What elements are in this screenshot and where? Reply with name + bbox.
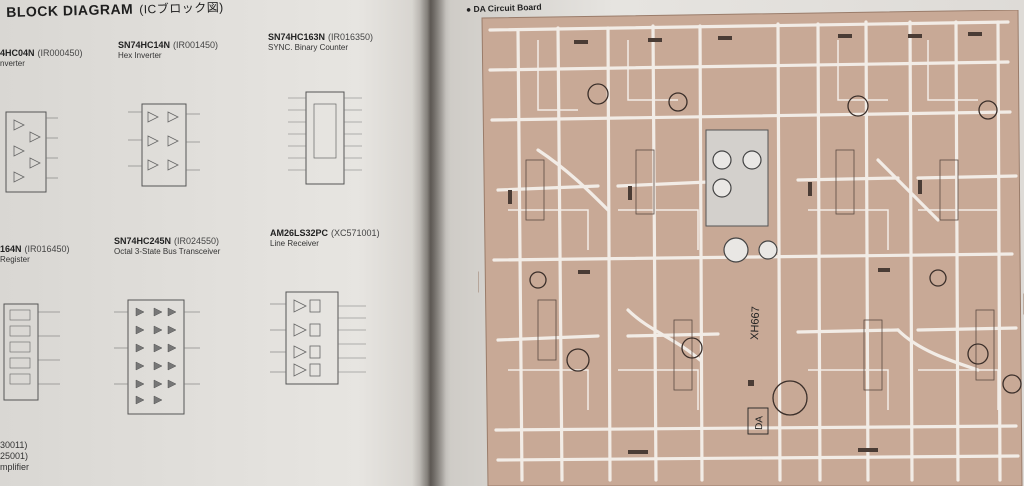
left-page: BLOCK DIAGRAM(ICブロック図) 4HC04N(IR000450) … [0, 0, 430, 486]
right-page: ● DA Circuit Board [440, 0, 1024, 486]
ic-label-1: 4HC04N(IR000450) nverter [0, 48, 83, 68]
cutoff-text: 30011) 25001) mplifier [0, 440, 30, 472]
ic-diagram-6 [270, 291, 366, 385]
ic-diagram-4 [3, 303, 60, 401]
ic-diagram-5 [114, 299, 200, 415]
ic-label-3: SN74HC163N(IR016350) SYNC. Binary Counte… [268, 32, 374, 52]
ic-diagram-3 [288, 91, 362, 185]
ic-label-5: SN74HC245N(IR024550) Octal 3-State Bus T… [114, 236, 221, 256]
board-part-number: XH667 [749, 306, 762, 340]
pcb-layout: XH667 DA [478, 10, 1024, 486]
ic-diagram-2 [128, 103, 200, 187]
ic-label-6: AM26LS32PC(XC571001) Line Receiver [270, 228, 380, 248]
board-tag: DA [754, 416, 765, 431]
ic-label-2: SN74HC14N(IR001450) Hex Inverter [118, 40, 219, 60]
ic-label-4: 164N(IR016450) Register [0, 244, 70, 264]
page-heading: BLOCK DIAGRAM(ICブロック図) [6, 0, 224, 20]
book-gutter [412, 0, 446, 486]
ic-diagram-1 [5, 111, 58, 193]
